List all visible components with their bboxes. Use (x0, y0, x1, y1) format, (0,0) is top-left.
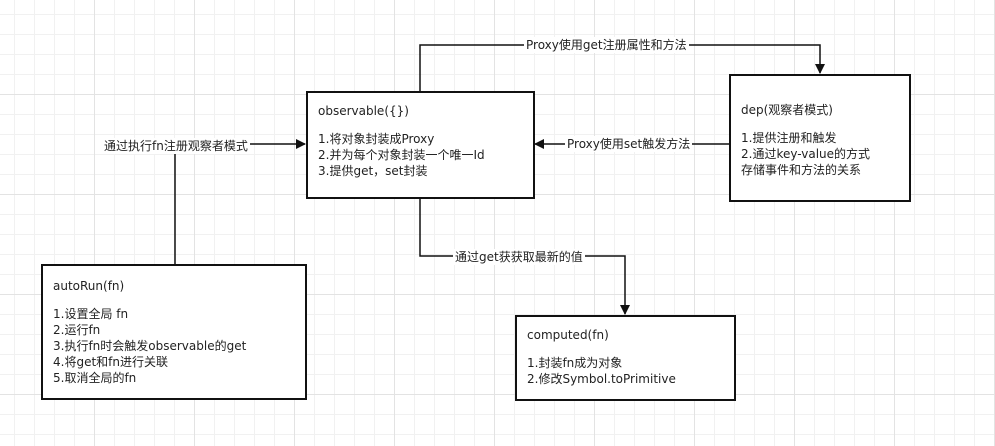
observable-line-1: 1.将对象封装成Proxy (318, 132, 435, 146)
dep-node: dep(观察者模式) 1.提供注册和触发 2.通过key-value的方式 存储… (729, 74, 911, 202)
label-proxy-get-register: Proxy使用get注册属性和方法 (524, 37, 689, 53)
computed-line-1: 1.封装fn成为对象 (527, 356, 623, 370)
autorun-line-1: 1.设置全局 fn (53, 307, 129, 321)
dep-line-2: 2.通过key-value的方式 (741, 147, 871, 161)
computed-title: computed(fn) (527, 328, 609, 342)
observable-node: observable({}) 1.将对象封装成Proxy 2.并为每个对象封装一… (306, 91, 535, 199)
computed-node: computed(fn) 1.封装fn成为对象 2.修改Symbol.toPri… (515, 315, 736, 401)
dep-title: dep(观察者模式) (741, 103, 833, 117)
label-autorun-register: 通过执行fn注册观察者模式 (102, 138, 250, 154)
dep-line-3: 存储事件和方法的关系 (741, 163, 862, 177)
observable-title: observable({}) (318, 104, 409, 118)
label-get-latest-value: 通过get获获取最新的值 (453, 249, 585, 265)
autorun-line-3: 3.执行fn时会触发observable的get (53, 339, 247, 353)
autorun-line-5: 5.取消全局的fn (53, 371, 137, 385)
dep-line-1: 1.提供注册和触发 (741, 131, 837, 145)
autorun-line-2: 2.运行fn (53, 323, 101, 337)
label-proxy-set-trigger: Proxy使用set触发方法 (565, 136, 693, 152)
observable-line-2: 2.并为每个对象封装一个唯一Id (318, 148, 485, 162)
autorun-line-4: 4.将get和fn进行关联 (53, 355, 168, 369)
observable-line-3: 3.提供get，set封装 (318, 164, 428, 178)
edge-autorun-to-observable (174, 139, 306, 264)
autorun-node: autoRun(fn) 1.设置全局 fn 2.运行fn 3.执行fn时会触发o… (41, 264, 307, 400)
computed-line-2: 2.修改Symbol.toPrimitive (527, 372, 676, 386)
autorun-title: autoRun(fn) (53, 279, 125, 293)
